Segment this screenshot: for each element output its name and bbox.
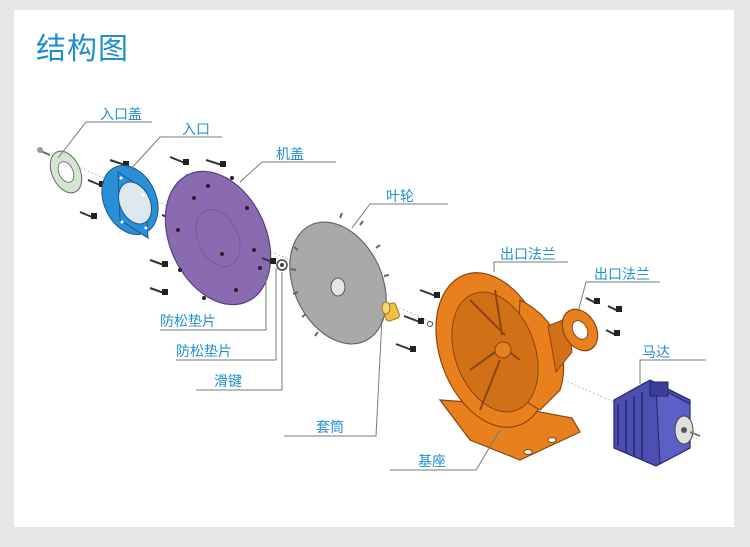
label-outlet-flange-1: 出口法兰 — [500, 247, 556, 263]
label-impeller: 叶轮 — [386, 189, 414, 205]
outlet-flange-part — [561, 308, 599, 352]
label-sleeve: 套筒 — [316, 419, 344, 436]
lock-washer-parts — [261, 257, 288, 271]
leader-inlet-cover — [57, 121, 152, 159]
small-screw — [37, 147, 51, 156]
leader-outlet-flange-2 — [577, 281, 660, 313]
label-motor: 马达 — [642, 345, 670, 361]
casing-cover-part — [164, 170, 272, 306]
label-key: 滑键 — [214, 373, 242, 390]
impeller-part — [289, 212, 390, 345]
leader-motor — [639, 359, 706, 384]
label-base: 基座 — [418, 453, 446, 470]
label-inlet-cover: 入口盖 — [100, 107, 142, 123]
leader-key — [196, 272, 283, 391]
inlet-bolts — [79, 159, 129, 219]
leader-casing-cover — [239, 161, 336, 183]
motor-part — [613, 379, 701, 467]
leader-base — [390, 429, 501, 471]
inlet-part — [101, 165, 159, 239]
label-lock-washer-1: 防松垫片 — [160, 314, 216, 330]
outlet-flange-bolts — [585, 297, 622, 336]
base-part — [435, 272, 581, 461]
leader-inlet — [129, 136, 222, 171]
label-outlet-flange-2: 出口法兰 — [594, 267, 650, 283]
leader-lock-washer-2 — [176, 268, 277, 361]
leader-sleeve — [284, 317, 383, 437]
leader-lock-washer-1 — [160, 268, 267, 331]
label-lock-washer-2: 防松垫片 — [176, 344, 232, 360]
label-casing-cover: 机盖 — [276, 147, 304, 163]
inlet-cover-part — [49, 150, 83, 194]
leader-outlet-flange-1 — [493, 261, 568, 272]
leader-impeller — [351, 203, 448, 229]
label-inlet: 入口 — [182, 122, 210, 138]
page-title: 结构图 — [36, 32, 129, 67]
sleeve-part — [381, 301, 400, 322]
